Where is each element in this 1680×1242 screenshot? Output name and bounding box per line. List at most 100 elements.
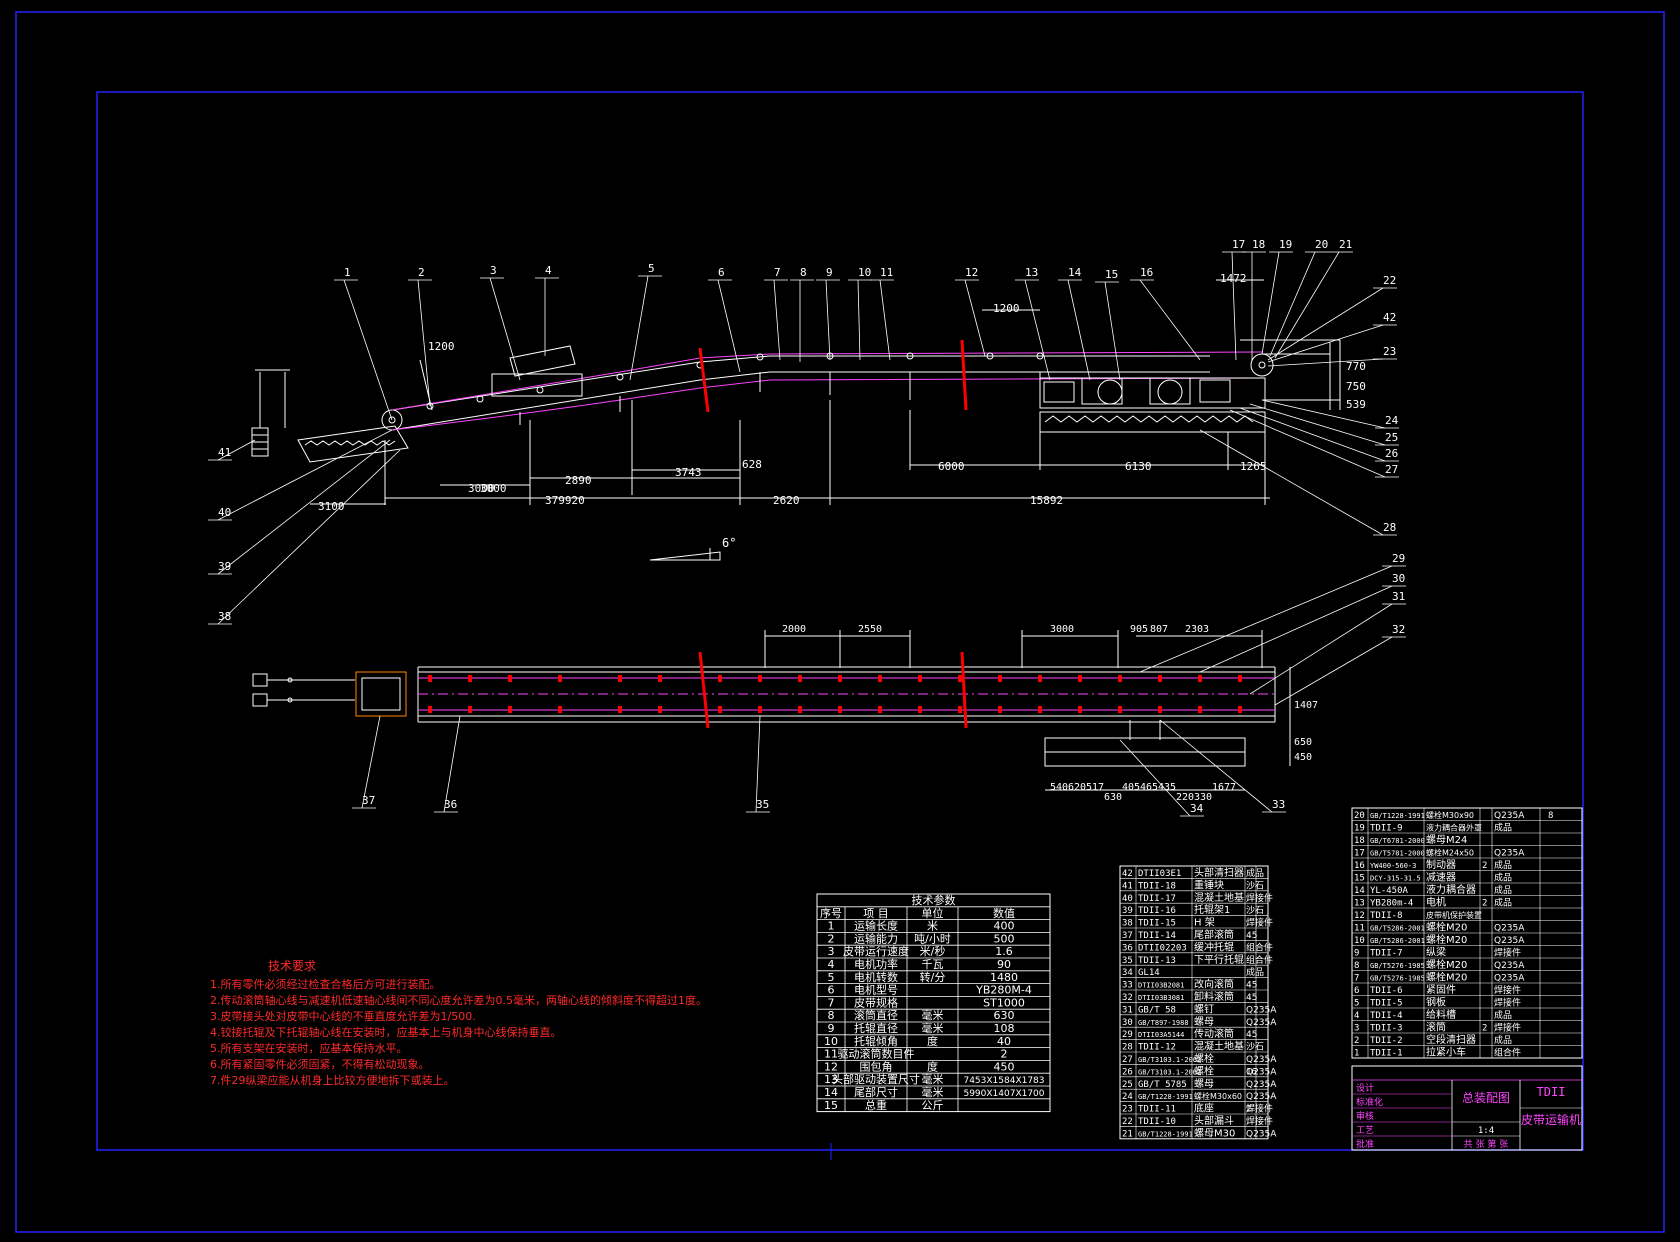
idler-mark — [508, 675, 512, 682]
bom-cell-no: 12 — [1354, 911, 1365, 921]
bom-cell-no: 34 — [1122, 968, 1133, 978]
bom-cell-material: Q235A — [1246, 1067, 1277, 1077]
idler-mark — [838, 706, 842, 713]
tech-table-cell: 尾部尺寸 — [854, 1085, 898, 1099]
bom-cell-name: 拉紧小车 — [1426, 1046, 1466, 1059]
bom-cell-material: Q235A — [1494, 936, 1525, 946]
bom-cell-name: 制动器 — [1426, 858, 1456, 871]
part-balloon-label: 7 — [774, 266, 781, 279]
bom-cell-material: Q235A — [1494, 961, 1525, 971]
bom-cell-material: 组合件 — [1494, 1047, 1521, 1059]
plan-dimension: 807 — [1150, 624, 1168, 635]
bom-cell-material: 焊接件 — [1494, 997, 1521, 1009]
elevation-dimension: 6000 — [938, 460, 965, 473]
idler-mark — [838, 675, 842, 682]
elevation-dimension: 539 — [1346, 398, 1366, 411]
balloon-leader — [717, 279, 741, 373]
title-row-label: 批准 — [1356, 1138, 1374, 1150]
balloon-leader — [1139, 279, 1201, 361]
requirement-item: 2.传动滚筒轴心线与减速机低速轴心线间不同心度允许差为0.5毫米，两轴心线的倾斜… — [210, 993, 707, 1007]
bom-cell-material: 成品 — [1494, 884, 1512, 896]
bom-cell-material: Q235A — [1246, 1129, 1277, 1139]
tech-table-cell: 500 — [994, 932, 1015, 945]
balloon-leader — [361, 715, 381, 809]
elevation-dimension: 750 — [1346, 380, 1366, 393]
bom-cell-material: 成品 — [1494, 1009, 1512, 1021]
tech-table-cell: 5 — [828, 971, 835, 984]
balloon-leader — [964, 279, 986, 357]
elevation-dimension: 3100 — [318, 500, 345, 513]
elevation-dimension: 1200 — [993, 302, 1020, 315]
bom-cell-code: DCY-315-31.5 — [1370, 875, 1421, 883]
bom-cell-no: 13 — [1354, 899, 1365, 909]
bom-cell-no: 22 — [1122, 1117, 1133, 1127]
idler-mark — [918, 675, 922, 682]
part-balloon-label: 8 — [800, 266, 807, 279]
plan-dimension: 2550 — [858, 624, 882, 635]
bom-cell-name: 螺栓 — [1194, 1064, 1214, 1077]
part-balloon-label: 18 — [1252, 238, 1265, 251]
elevation-dimension: 1472 — [1220, 272, 1247, 285]
plan-dimension: 220 — [1176, 792, 1194, 803]
bom-cell-material: 焊接件 — [1494, 947, 1521, 959]
part-balloon-label: 22 — [1383, 274, 1396, 287]
bom-cell-material: 焊接件 — [1246, 917, 1273, 929]
dimension-texts: 1200120014727707505393000289037436283100… — [318, 272, 1366, 803]
part-balloon-label: 14 — [1068, 266, 1082, 279]
part-balloon-label: 17 — [1232, 238, 1245, 251]
bom-cell-qty: 2 — [1246, 1105, 1251, 1115]
plan-dimension: 3000 — [1050, 624, 1074, 635]
tech-table-cell: 15 — [824, 1099, 838, 1112]
tech-table-cell: 皮带规格 — [854, 995, 898, 1009]
bom-cell-name: 传动滚筒 — [1194, 1027, 1234, 1040]
tech-table-cell: 转/分 — [920, 970, 946, 984]
bom-cell-no: 18 — [1354, 836, 1365, 846]
idler-mark — [558, 706, 562, 713]
bom-cell-name: 纵梁 — [1426, 946, 1446, 959]
bom-cell-material: Q235A — [1494, 811, 1525, 821]
bom-cell-no: 19 — [1354, 824, 1365, 834]
plan-dimension: 2303 — [1185, 624, 1209, 635]
bom-cell-no: 35 — [1122, 956, 1133, 966]
plan-dimension: 330 — [1194, 792, 1212, 803]
bom-cell-code: GB/T897-1988 — [1138, 1019, 1189, 1027]
idler-mark — [658, 675, 662, 682]
part-balloon-label: 36 — [444, 798, 457, 811]
bom-cell-code: TDII-14 — [1138, 931, 1176, 941]
bom-cell-material: Q235A — [1494, 849, 1525, 859]
bom-cell-code: YB280m-4 — [1370, 899, 1413, 909]
requirement-item: 5.所有支架在安装时，应基本保持水平。 — [210, 1041, 408, 1055]
bom-cell-code: GB/T3103.1-2002 — [1138, 1056, 1201, 1064]
bom-cell-code: TDII-17 — [1138, 894, 1176, 904]
tech-table-header: 数值 — [993, 907, 1015, 920]
balloon-leader — [1104, 281, 1121, 381]
part-balloon-label: 38 — [218, 610, 231, 623]
balloon-leader — [1067, 279, 1091, 381]
balloon-leader — [629, 275, 649, 381]
idler-mark — [1198, 675, 1202, 682]
bom-cell-code: DTII03B3081 — [1138, 994, 1184, 1002]
tech-table-cell: 总重 — [865, 1098, 887, 1112]
requirement-item: 4.铰接托辊及下托辊轴心线在安装时，应基本上与机身中心线保持垂直。 — [210, 1025, 562, 1039]
tech-table-header: 单位 — [922, 906, 944, 920]
tech-table-cell: 8 — [828, 1009, 835, 1022]
bom-cell-name: 螺钉 — [1194, 1003, 1214, 1015]
tech-table-cell: 毫米 — [922, 1021, 944, 1035]
tech-table-cell: 2 — [828, 932, 835, 945]
bom-cell-no: 40 — [1122, 894, 1133, 904]
balloon-leader — [217, 439, 256, 461]
idler-mark — [658, 706, 662, 713]
tech-table-cell: 滚筒直径 — [854, 1008, 898, 1022]
part-balloon-label: 27 — [1385, 463, 1398, 476]
tech-table-cell: 3 — [828, 945, 835, 958]
bom-cell-material: 沙石 — [1246, 905, 1264, 916]
bom-cell-code: GL14 — [1138, 968, 1160, 978]
tech-table-cell: 4 — [828, 958, 835, 971]
bom-cell-name: 螺栓M24x50 — [1426, 848, 1474, 858]
balloon-leader — [1229, 409, 1386, 478]
plan-view — [252, 630, 1291, 791]
bom-cell-material: 成品 — [1494, 1034, 1512, 1046]
bom-cell-material: Q235A — [1494, 924, 1525, 934]
bom-cell-code: GB/T1228-1991 — [1138, 1093, 1193, 1101]
tech-table-cell: 皮带运行速度 — [843, 944, 909, 958]
